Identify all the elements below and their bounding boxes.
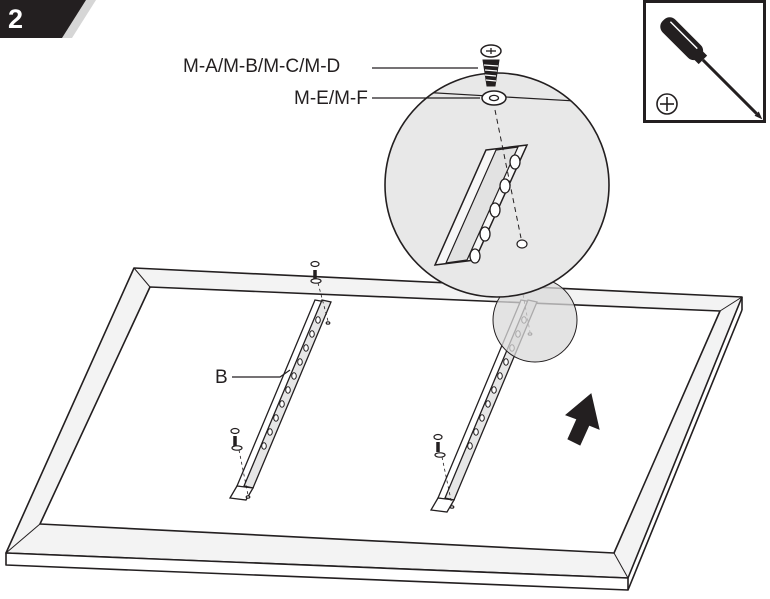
step-badge-shape <box>0 0 96 38</box>
zoom-screw <box>480 44 507 106</box>
phillips-head-symbol-icon <box>656 93 678 115</box>
tool-box <box>643 0 766 123</box>
screw-left-top <box>310 260 331 325</box>
step-badge: 2 <box>0 0 96 38</box>
up-arrow-icon <box>565 393 600 446</box>
bracket-left <box>228 299 332 501</box>
screw-left-bottom <box>230 427 251 499</box>
step-number: 2 <box>8 4 24 34</box>
callout-leaders <box>232 67 480 378</box>
phillips-screwdriver-icon <box>660 17 763 120</box>
screw-right-bottom <box>433 433 455 509</box>
callout-screw-parts: M-A/M-B/M-C/M-D <box>183 56 341 77</box>
callout-washer-parts: M-E/M-F <box>294 88 368 109</box>
tv-back-panel <box>5 267 743 591</box>
callout-bracket-label: B <box>215 367 228 388</box>
zoom-detail <box>384 44 610 298</box>
